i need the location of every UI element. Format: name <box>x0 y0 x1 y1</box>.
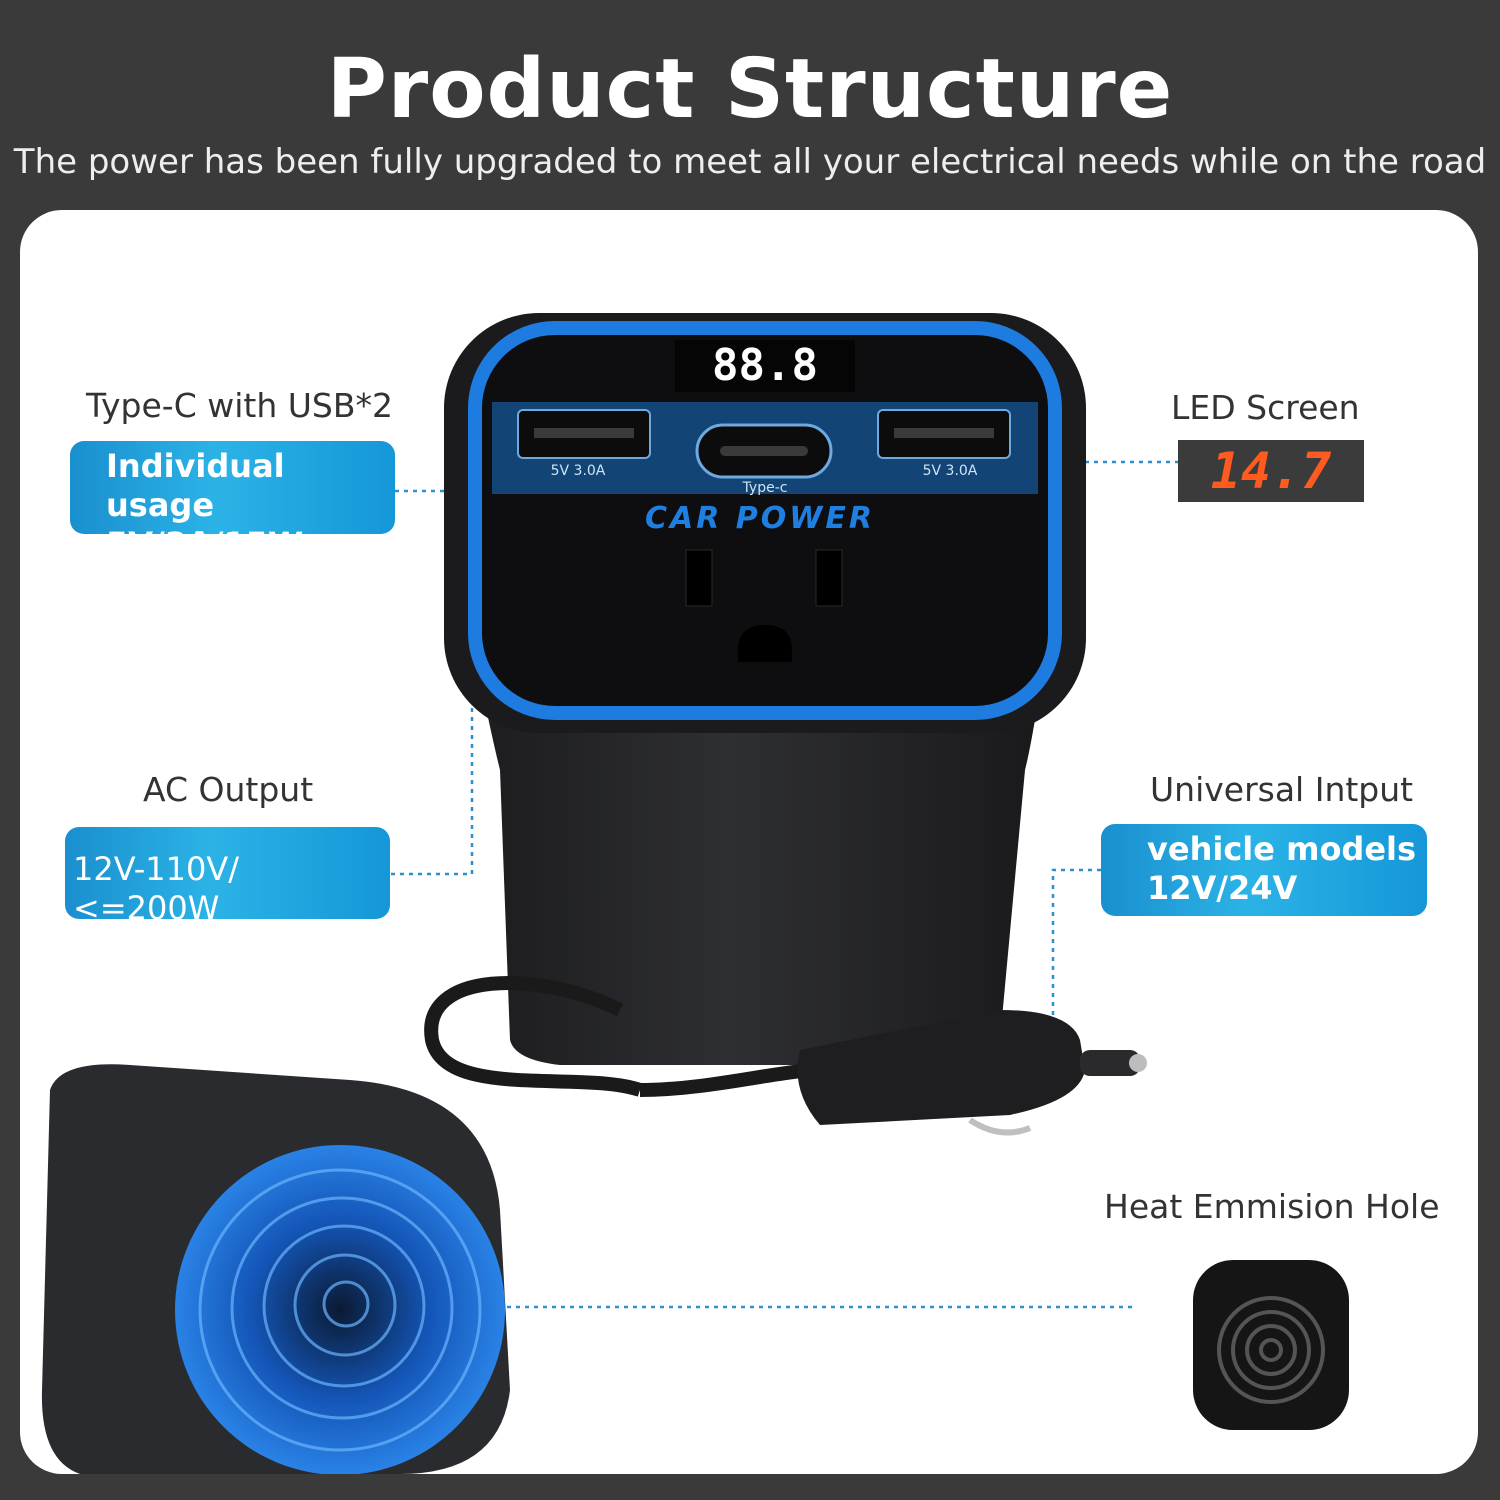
led-screen-sample <box>1178 440 1364 502</box>
input-callout-label: Universal Intput <box>1150 770 1414 809</box>
input-callout-line1: vehicle models <box>1147 830 1417 868</box>
usb-port-left <box>517 409 651 459</box>
fan-vent-icon <box>1193 1260 1349 1430</box>
input-callout-line2: 12V/24V <box>1147 869 1298 907</box>
ac-callout-line1: 12V-110V/ <=200W <box>73 850 240 927</box>
type-c-callout-line2: 5V/3A/15W <box>106 525 304 563</box>
usb-left-label: 5V 3.0A <box>551 463 606 479</box>
ac-callout-pill: 12V-110V/ <=200W <box>65 827 390 927</box>
type-c-callout-line1: Individual usage <box>106 447 285 524</box>
device-display-panel <box>675 340 855 392</box>
led-callout-label: LED Screen <box>1171 388 1360 427</box>
cigarette-lighter-plug <box>797 1010 1147 1136</box>
led-reading: 14.7 <box>1211 442 1331 500</box>
type-c-port <box>695 423 833 479</box>
usb-port-right <box>877 409 1011 459</box>
input-callout-pill: vehicle models 12V/24V <box>1101 824 1427 916</box>
page-subtitle: The power has been fully upgraded to mee… <box>13 142 1487 182</box>
product-illustration: 88.8 5V 3.0A 5V 3.0A Type-c CAR POWER 1 <box>41 313 1364 1474</box>
type-c-label: Type-c <box>742 480 788 496</box>
heat-callout-label: Heat Emmision Hole <box>1104 1187 1440 1226</box>
page-title: Product Structure <box>326 42 1174 137</box>
device-bottom-view <box>41 1064 511 1474</box>
device-display-digits: 88.8 <box>712 340 818 391</box>
ac-outlet <box>685 549 843 662</box>
ac-callout-label: AC Output <box>143 770 314 809</box>
product-card: 88.8 5V 3.0A 5V 3.0A Type-c CAR POWER 1 <box>20 210 1478 1474</box>
usb-right-label: 5V 3.0A <box>923 463 978 479</box>
type-c-callout-label: Type-C with USB*2 <box>86 386 393 425</box>
brand-logo: CAR POWER <box>645 501 875 536</box>
type-c-callout-pill: Individual usage 5V/3A/15W <box>70 441 395 563</box>
